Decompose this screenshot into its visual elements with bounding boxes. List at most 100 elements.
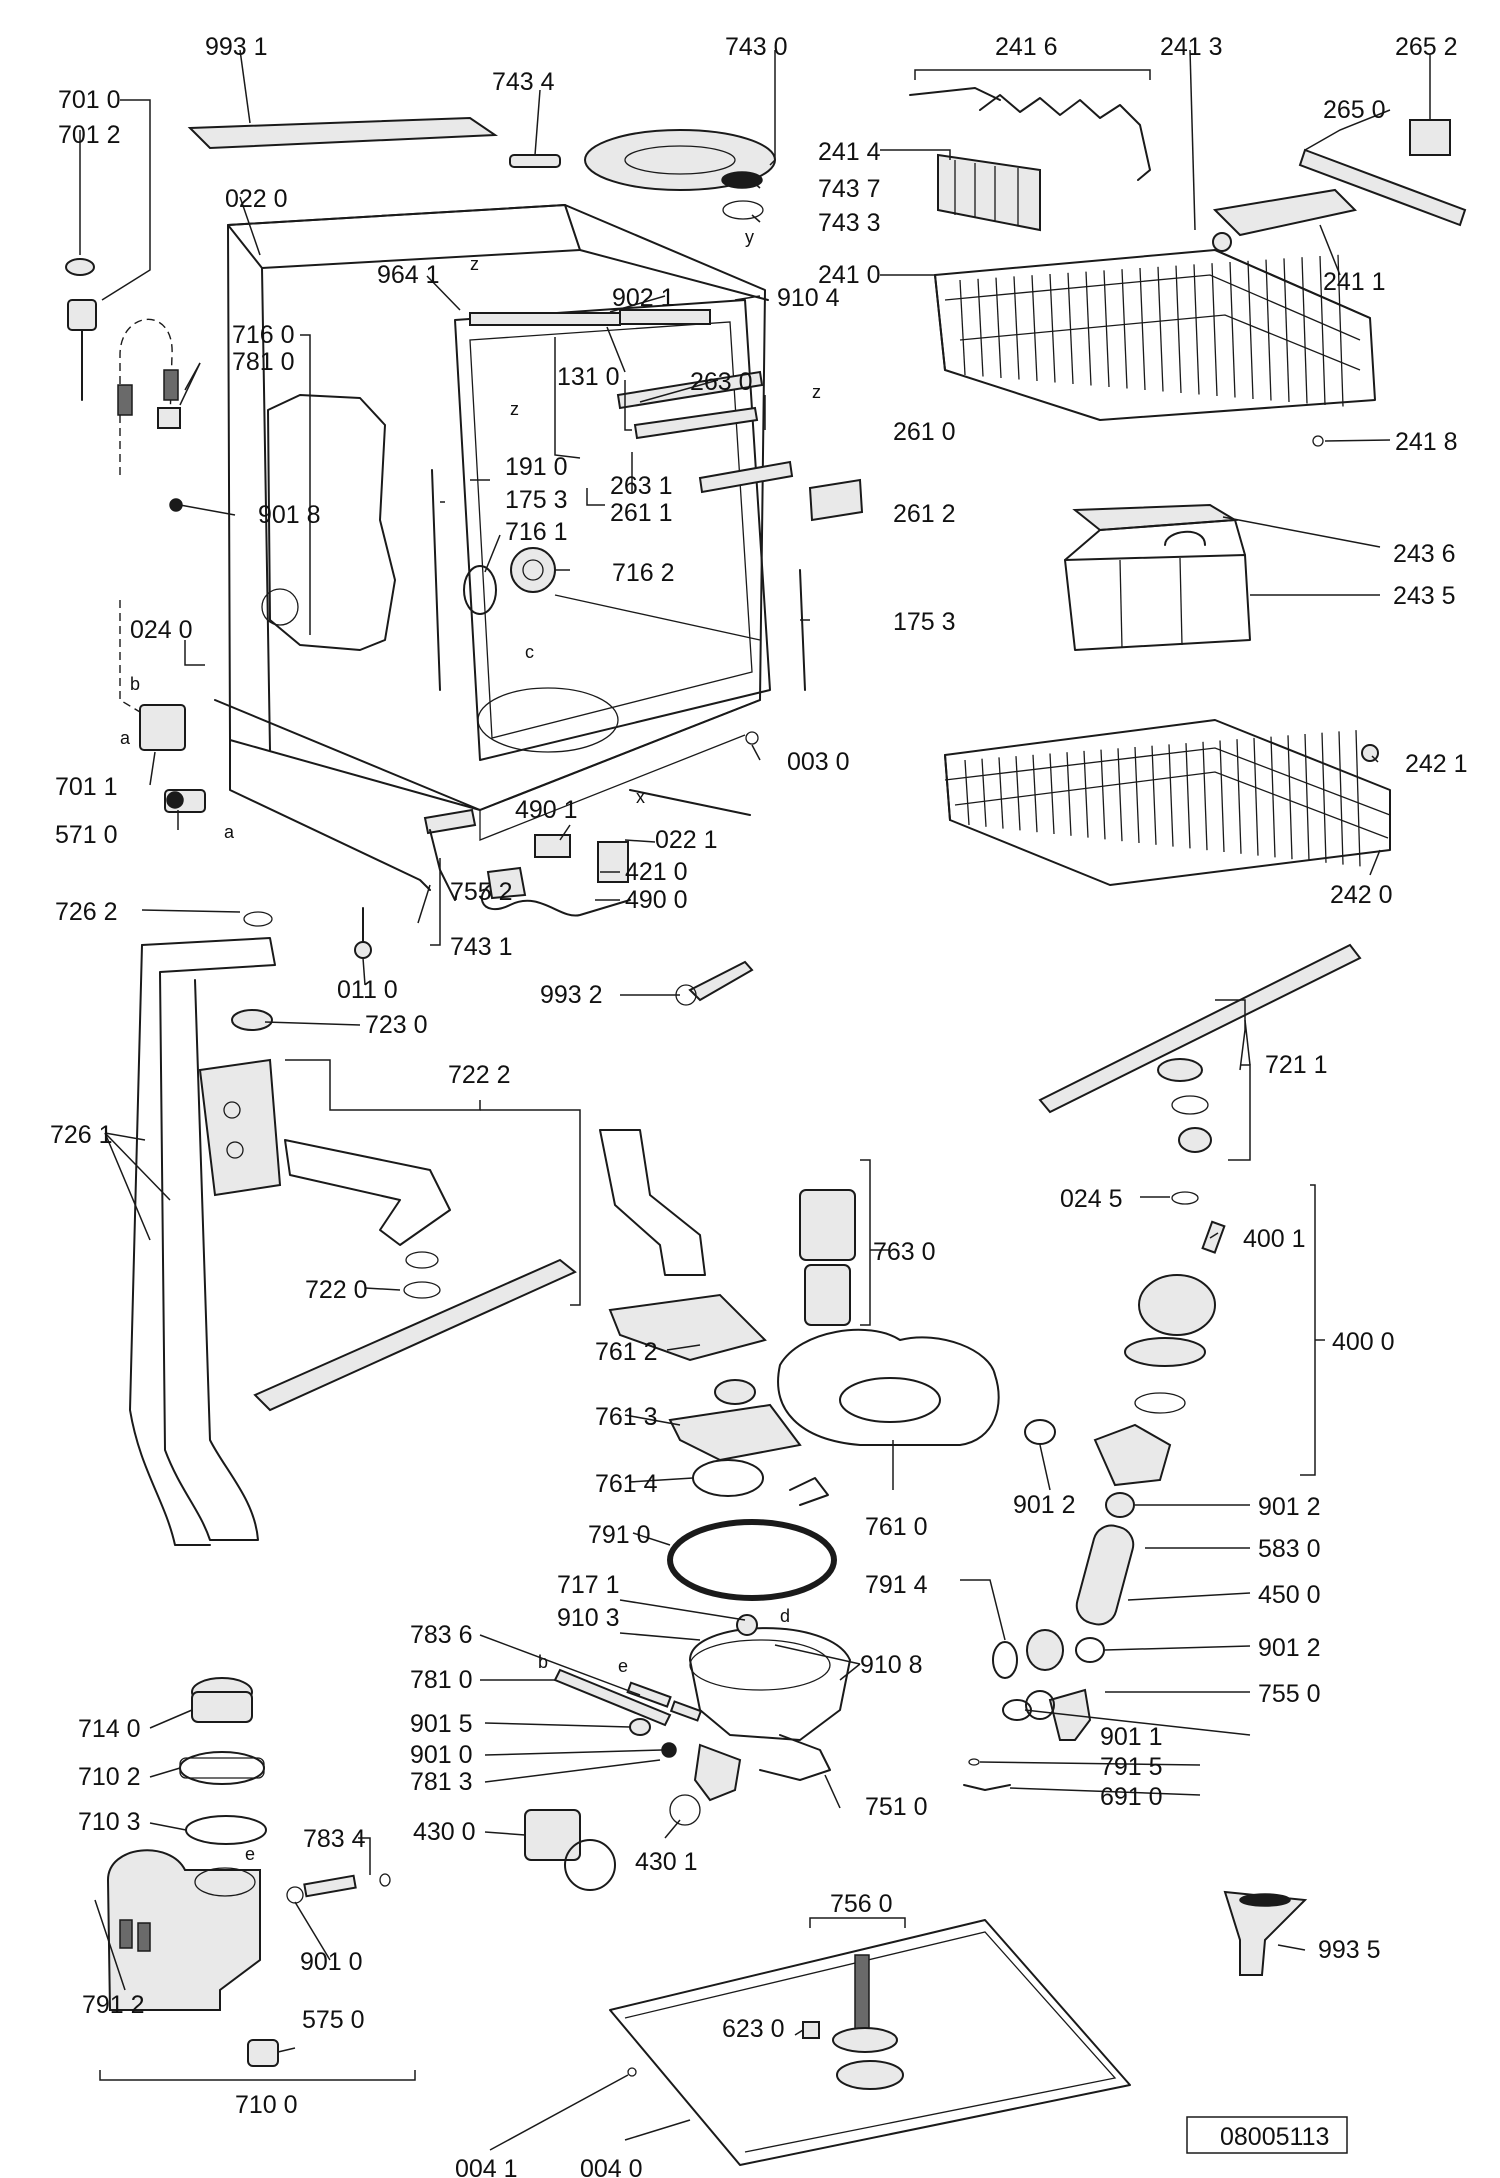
part-label: 011 0 <box>337 976 398 1004</box>
part-label: 004 1 <box>455 2155 518 2178</box>
basket-wire <box>1085 271 1092 386</box>
basket-wire <box>1049 753 1055 835</box>
side-panel-716 <box>267 394 396 651</box>
mark-e: e <box>618 1656 628 1676</box>
part-label: 241 4 <box>818 138 881 166</box>
part-label: 901 8 <box>258 501 321 529</box>
basket-wire <box>1083 750 1089 838</box>
basket-wire <box>1049 273 1056 383</box>
basket-wire <box>1175 265 1182 394</box>
part-label: 726 1 <box>50 1121 113 1149</box>
part-label: 901 0 <box>300 1948 363 1976</box>
part-label: 761 0 <box>865 1513 928 1541</box>
part-label: 910 3 <box>557 1604 620 1632</box>
part-label: 901 5 <box>410 1710 473 1738</box>
part-label: 261 1 <box>610 499 673 527</box>
part-label: 024 0 <box>130 616 193 644</box>
mark-c: c <box>525 642 534 662</box>
part-label: 131 0 <box>557 363 620 391</box>
part-label: 191 0 <box>505 453 568 481</box>
basket-wire <box>1134 746 1140 844</box>
basket-wire <box>1117 748 1123 842</box>
part-label: 964 1 <box>377 261 440 289</box>
part-label: 243 6 <box>1393 540 1456 568</box>
part-label: 763 0 <box>873 1238 936 1266</box>
part-label: 743 4 <box>492 68 555 96</box>
upper-basket-assembly <box>909 87 1467 447</box>
base-plate-assembly <box>609 1890 1308 2166</box>
part-label: 261 2 <box>893 500 956 528</box>
leader-lines <box>79 49 1431 2151</box>
part-label: 723 0 <box>365 1011 428 1039</box>
drawing-number-box: 08005113 <box>1186 2116 1348 2154</box>
part-label: 022 1 <box>655 826 718 854</box>
mark-z: z <box>510 399 519 419</box>
part-label: 175 3 <box>893 608 956 636</box>
part-label: 421 0 <box>625 858 688 886</box>
part-label: 783 6 <box>410 1621 473 1649</box>
basket-wire <box>1013 276 1020 380</box>
part-label: 241 6 <box>995 33 1058 61</box>
basket-wire <box>1338 731 1344 865</box>
part-label: 400 0 <box>1332 1328 1395 1356</box>
part-label: 755 0 <box>1258 1680 1321 1708</box>
mark-e: e <box>245 1844 255 1864</box>
mark-z: z <box>812 382 821 402</box>
mark-a: a <box>120 728 131 748</box>
basket-wire <box>1304 733 1310 862</box>
basket-wire <box>1168 744 1174 847</box>
part-label: 743 7 <box>818 175 881 203</box>
part-label: 003 0 <box>787 748 850 776</box>
part-label: 751 0 <box>865 1793 928 1821</box>
part-label: 791 0 <box>588 1521 651 1549</box>
basket-wire <box>1103 270 1110 388</box>
part-label: 400 1 <box>1243 1225 1306 1253</box>
part-label: 242 1 <box>1405 750 1468 778</box>
part-label: 756 0 <box>830 1890 893 1918</box>
basket-wire <box>1185 743 1191 849</box>
part-label: 761 3 <box>595 1403 658 1431</box>
top-cover-plate <box>187 116 499 150</box>
cutlery-basket <box>1064 503 1251 651</box>
part-label: 761 2 <box>595 1338 658 1366</box>
part-label: 901 2 <box>1258 1493 1321 1521</box>
basket-wire <box>1301 257 1308 404</box>
basket-wire <box>1202 741 1208 851</box>
basket-wire <box>981 758 987 827</box>
part-label: 263 1 <box>610 472 673 500</box>
basket-wire <box>1229 261 1236 398</box>
mark-y: y <box>745 227 754 247</box>
part-label: 761 4 <box>595 1470 658 1498</box>
basket-wire <box>1321 732 1327 863</box>
basket-wire <box>1355 730 1361 867</box>
basket-wire <box>964 759 970 826</box>
part-label: 781 0 <box>410 1666 473 1694</box>
part-label: 430 1 <box>635 1848 698 1876</box>
mark-a: a <box>224 822 235 842</box>
part-label: 263 0 <box>690 368 753 396</box>
part-label: 901 2 <box>1013 1491 1076 1519</box>
part-label: 755 2 <box>450 878 513 906</box>
mark-b: b <box>538 1652 548 1672</box>
part-label: 993 2 <box>540 981 603 1009</box>
basket-wire <box>998 757 1004 829</box>
part-label: 261 0 <box>893 418 956 446</box>
basket-wire <box>1193 264 1200 395</box>
part-label: 716 2 <box>612 559 675 587</box>
part-label: 004 0 <box>580 2155 643 2178</box>
part-label: 902 1 <box>612 284 675 312</box>
part-label: 901 1 <box>1100 1723 1163 1751</box>
mark-x: x <box>636 787 645 807</box>
part-label: 722 2 <box>448 1061 511 1089</box>
basket-wire <box>1236 739 1242 854</box>
basket-wire <box>1100 749 1106 840</box>
part-label: 583 0 <box>1258 1535 1321 1563</box>
mark-z: z <box>470 254 479 274</box>
basket-wire <box>995 277 1002 379</box>
part-label: 241 0 <box>818 261 881 289</box>
drawing-number: 08005113 <box>1220 2123 1329 2151</box>
part-label: 721 1 <box>1265 1051 1328 1079</box>
part-label: 726 2 <box>55 898 118 926</box>
part-label: 701 2 <box>58 121 121 149</box>
